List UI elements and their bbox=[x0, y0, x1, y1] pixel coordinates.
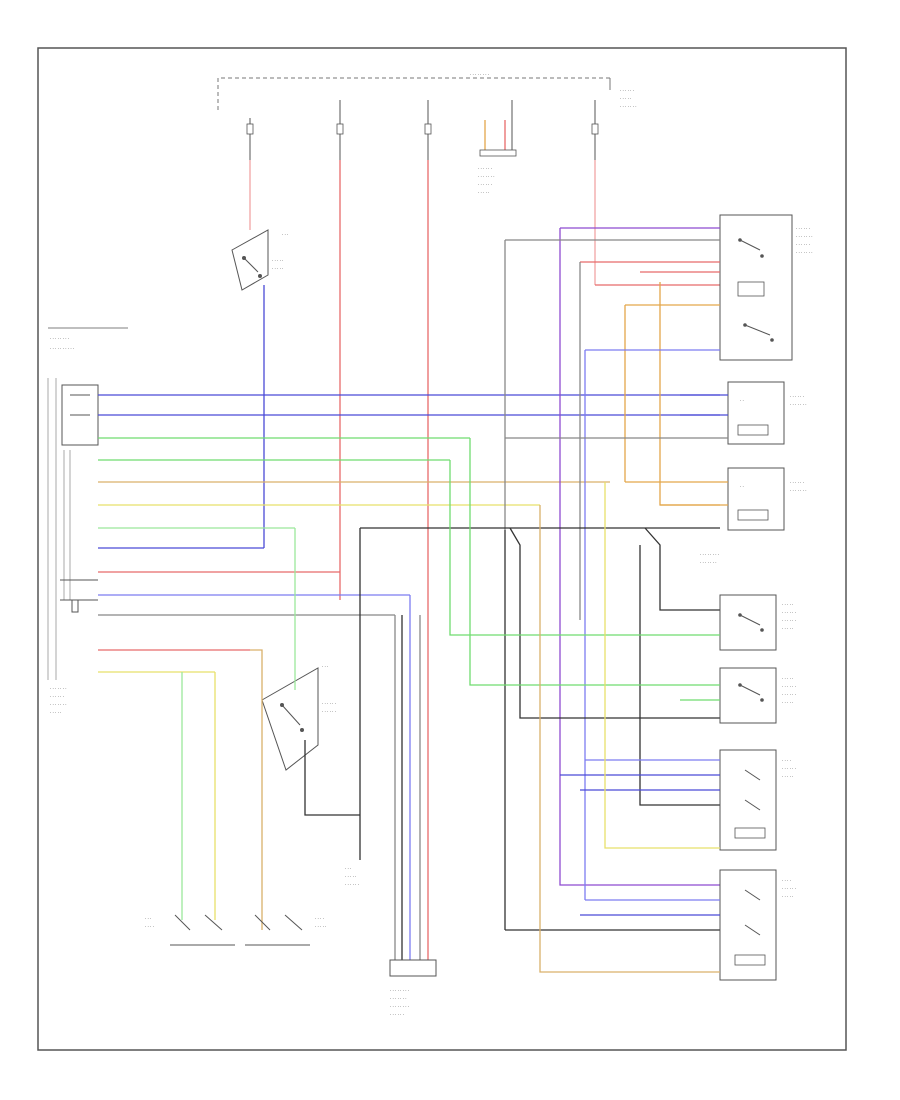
left-door-switch: · · · · · · · bbox=[145, 672, 235, 946]
svg-text:· · · · ·: · · · · · bbox=[315, 924, 326, 929]
svg-text:· · · · · · ·: · · · · · · · bbox=[790, 402, 807, 407]
svg-text:· · · · · · ·: · · · · · · · bbox=[700, 560, 717, 565]
svg-text:· · · · · ·: · · · · · · bbox=[782, 618, 796, 623]
svg-text:· · · · ·: · · · · · bbox=[782, 676, 793, 681]
svg-text:· · · · ·: · · · · · bbox=[272, 258, 283, 263]
svg-text:· · · · · ·: · · · · · · bbox=[478, 166, 492, 171]
key-reminder-switch-top: · · · · · · · · · · · · · bbox=[231, 229, 288, 548]
svg-text:· · · · · · · ·: · · · · · · · · bbox=[50, 336, 69, 341]
svg-text:· ·: · · bbox=[740, 484, 744, 489]
svg-text:· · · · · ·: · · · · · · bbox=[790, 394, 804, 399]
svg-text:· · · · · ·: · · · · · · bbox=[790, 480, 804, 485]
svg-text:· · · · · · · · · ·: · · · · · · · · · · bbox=[50, 346, 74, 351]
svg-text:· · · · · · ·: · · · · · · · bbox=[620, 104, 637, 109]
svg-text:· · · ·: · · · · bbox=[145, 924, 154, 929]
svg-text:· · · · · ·: · · · · · · bbox=[782, 886, 796, 891]
main-feed-wires bbox=[249, 160, 720, 975]
svg-text:· ·: · · bbox=[740, 398, 744, 403]
svg-text:· · · · · ·: · · · · · · bbox=[390, 1012, 404, 1017]
control-unit-label: · · · · · · · · · · · · · · · · · · bbox=[48, 327, 128, 351]
power-mirror-control-switch: · · · · · · · · · · · · · · · · · · · · … bbox=[47, 378, 99, 715]
svg-text:· · · · ·: · · · · · bbox=[345, 874, 356, 879]
right-door-lock-switch: · · · · · · · · · · · · · · · bbox=[539, 505, 796, 981]
svg-text:· · · ·: · · · · bbox=[315, 916, 324, 921]
svg-text:· · ·: · · · bbox=[322, 664, 328, 669]
svg-text:· · · · ·: · · · · · bbox=[272, 266, 283, 271]
harness-wires bbox=[98, 394, 720, 673]
svg-text:· · · · · ·: · · · · · · bbox=[782, 684, 796, 689]
svg-text:· · · · · · ·: · · · · · · · bbox=[790, 488, 807, 493]
svg-text:· · · · ·: · · · · · bbox=[782, 602, 793, 607]
svg-text:· · · · ·: · · · · · bbox=[782, 626, 793, 631]
svg-text:· · · ·: · · · · bbox=[782, 878, 791, 883]
rear-door-lock-actuator: · · · · · · · · · · · · · · · · · · · · … bbox=[625, 467, 807, 565]
svg-text:· · · · · ·: · · · · · · bbox=[50, 694, 64, 699]
svg-text:· · · · · ·: · · · · · · bbox=[620, 88, 634, 93]
svg-text:· · · ·: · · · · bbox=[782, 758, 791, 763]
svg-text:· · · · ·: · · · · · bbox=[478, 190, 489, 195]
svg-text:· · · · ·: · · · · · bbox=[50, 710, 61, 715]
svg-text:· · · · · ·: · · · · · · bbox=[478, 182, 492, 187]
svg-text:· · · · ·: · · · · · bbox=[782, 774, 793, 779]
svg-text:· · · · · · · ·: · · · · · · · · bbox=[700, 552, 719, 557]
fuse-block: · · · · · · · · · · · · · · · · · · · · … bbox=[217, 72, 637, 110]
diagram-frame bbox=[37, 47, 847, 1051]
left-door-lock-switch: · · · · · · · · · · · · · · · bbox=[560, 482, 796, 851]
svg-text:· · · · ·: · · · · · bbox=[782, 894, 793, 899]
svg-text:· · · · · · · ·: · · · · · · · · bbox=[390, 988, 409, 993]
svg-text:· · · · · · ·: · · · · · · · bbox=[796, 234, 813, 239]
right-door-unlock-switch: · · · · · · · · · · · · · · · · · · · · … bbox=[469, 438, 796, 724]
fuse-drops: · · · · · · · · · · · · · · · · · · · · … bbox=[246, 100, 599, 195]
svg-text:· · · · · · ·: · · · · · · · bbox=[390, 996, 407, 1001]
svg-text:· · · · ·: · · · · · bbox=[620, 96, 631, 101]
svg-text:· · · · · ·: · · · · · · bbox=[322, 709, 336, 714]
svg-text:· · · · · ·: · · · · · · bbox=[345, 882, 359, 887]
svg-text:· · ·: · · · bbox=[145, 916, 151, 921]
svg-text:· · · · · ·: · · · · · · bbox=[782, 692, 796, 697]
relay-feed-wires bbox=[504, 227, 720, 900]
data-link-connector: · · · · · · · · · · · · · · · · · · · · … bbox=[389, 595, 437, 1017]
svg-text:· · · · · ·: · · · · · · bbox=[796, 226, 810, 231]
front-door-lock-actuator: · · · · · · · · · · · · · · · bbox=[505, 381, 807, 445]
svg-text:· · · · · · ·: · · · · · · · bbox=[50, 702, 67, 707]
left-door-unlock-switch: · · · · · · · · · · · · · · · · · · · · … bbox=[449, 460, 796, 651]
key-reminder-switch-bottom: · · · · · · · · · · · · · · · · · · · · … bbox=[250, 649, 360, 930]
svg-text:· · · · · · · ·: · · · · · · · · bbox=[390, 1004, 409, 1009]
door-lock-control-relay: · · · · · · · · · · · · · · · · · · · · … bbox=[719, 214, 813, 361]
svg-text:· · · · · · ·: · · · · · · · bbox=[478, 174, 495, 179]
svg-text:· · · · · ·: · · · · · · bbox=[782, 610, 796, 615]
svg-text:· · · · · · ·: · · · · · · · bbox=[796, 250, 813, 255]
svg-text:· · · · · ·: · · · · · · bbox=[782, 766, 796, 771]
svg-text:· · · · · · ·: · · · · · · · bbox=[50, 686, 67, 691]
svg-text:· · ·: · · · bbox=[282, 232, 288, 237]
svg-text:· · · · · · · ·: · · · · · · · · bbox=[470, 72, 489, 77]
svg-text:· · · · ·: · · · · · bbox=[782, 700, 793, 705]
svg-text:· · · · · ·: · · · · · · bbox=[796, 242, 810, 247]
svg-text:· · · · · ·: · · · · · · bbox=[322, 701, 336, 706]
svg-text:· · ·: · · · bbox=[345, 866, 351, 871]
right-door-switch: · · · · · · · · · bbox=[245, 914, 326, 946]
